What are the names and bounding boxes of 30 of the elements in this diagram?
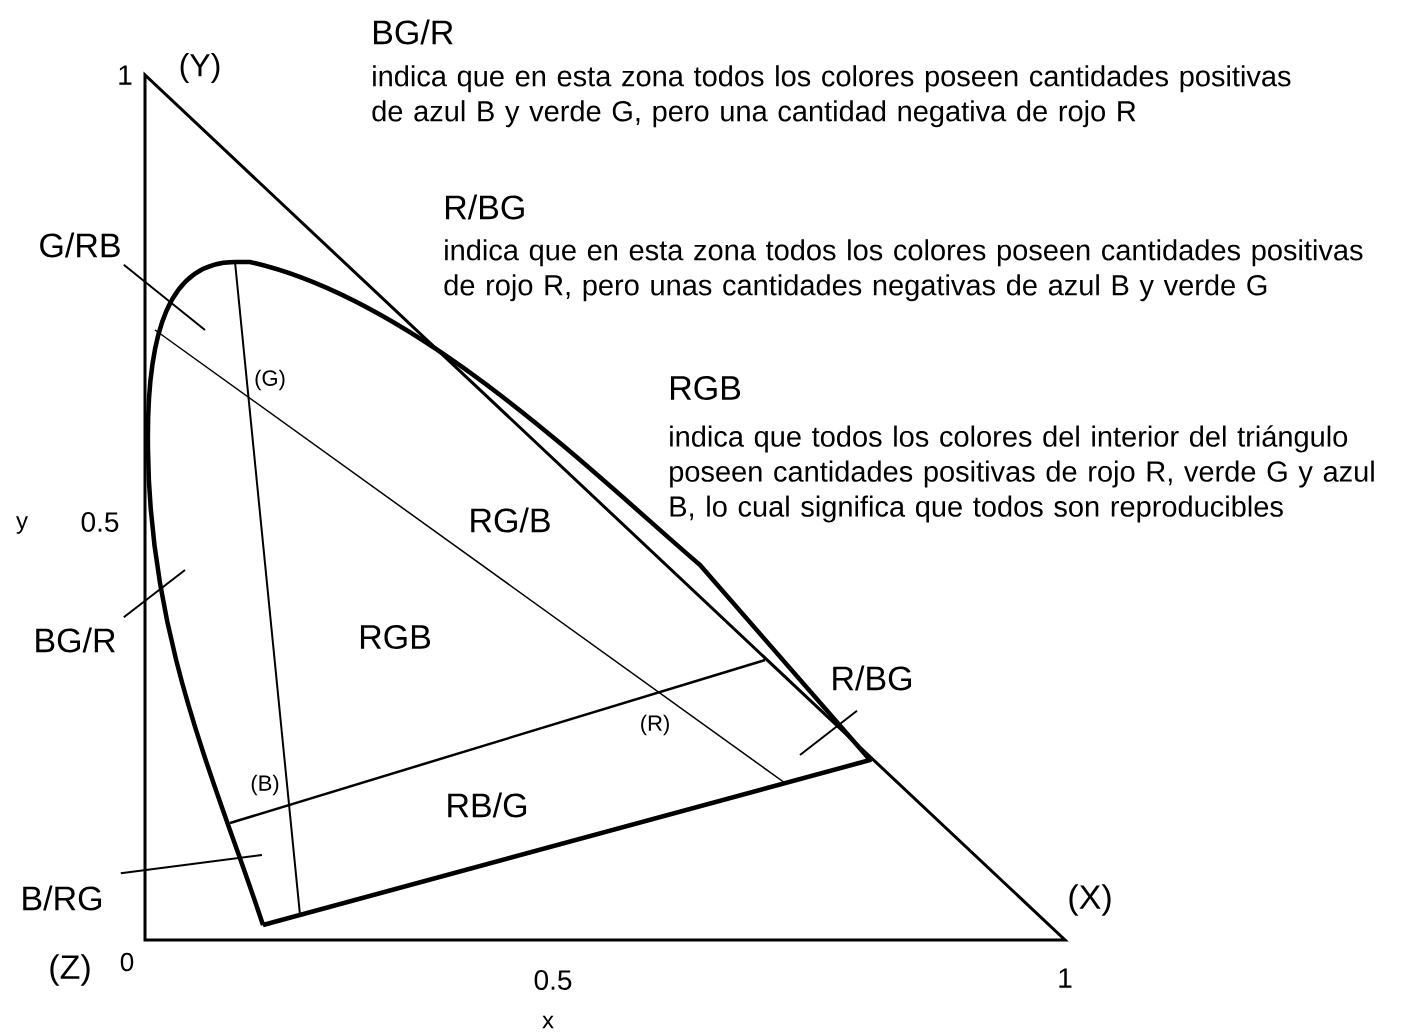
label: y (16, 516, 28, 534)
label: 0.5 (81, 512, 119, 532)
label: (X) (1069, 884, 1111, 916)
label: (G) (255, 369, 285, 391)
region-label: B/RG (23, 885, 101, 911)
label: RGB (360, 624, 431, 650)
label: 1 (1059, 968, 1072, 988)
region-label: R/BG (833, 665, 912, 691)
description: indica que en esta zona todos los colores poseen cantidades positivas de azul B y verde G, pero una cantidad negativa de rojo R (372, 65, 1291, 128)
leader-line (122, 569, 186, 619)
leader-line (799, 709, 858, 756)
heading: BG/R (374, 19, 453, 45)
region-label: G/RB (40, 232, 120, 258)
label: x (542, 1015, 554, 1029)
label: RG/B (471, 507, 550, 533)
leader-line (122, 263, 206, 331)
leader-line (119, 854, 263, 875)
label: RB/G (448, 792, 527, 818)
label: 0 (120, 952, 134, 972)
description: indica que todos los colores del interior del triángulo poseen cantidades positivas de rojo R, verde G y azul B, lo cual significa que todos son reproducibles (670, 425, 1374, 523)
heading: RGB (671, 375, 741, 401)
label: (Y) (180, 53, 220, 83)
label: (Z) (50, 954, 90, 986)
label: (B) (251, 774, 279, 796)
label: 1 (119, 65, 132, 85)
label: 0.5 (534, 970, 572, 990)
heading: R/BG (446, 194, 524, 220)
region-label: BG/R (36, 627, 115, 653)
label: (R) (641, 714, 669, 736)
description: indica que en esta zona todos los colores poseen cantidades positivas de rojo R, pero unas cantidades negativas de azul B y verde G (444, 239, 1363, 302)
